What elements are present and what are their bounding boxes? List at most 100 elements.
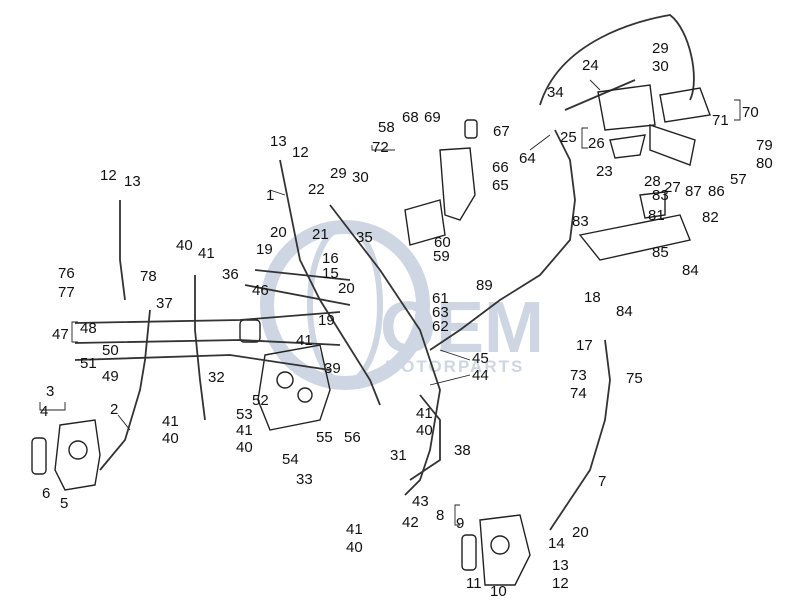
label-29-mid: 29 [330, 165, 347, 182]
hose-24-cable [564, 79, 636, 111]
label-87: 87 [685, 183, 702, 200]
label-32: 32 [208, 369, 225, 386]
label-83-left: 83 [572, 213, 589, 230]
bracket-81-plate [578, 214, 691, 261]
label-13-bottom: 13 [552, 557, 569, 574]
label-80: 80 [756, 155, 773, 172]
leader-1 [269, 189, 286, 196]
line-19 [254, 269, 351, 281]
abs-reservoir [239, 319, 261, 343]
hoses [99, 14, 695, 531]
master-cylinder-body [597, 84, 656, 131]
label-37: 37 [156, 295, 173, 312]
master-cylinder-assembly [597, 84, 711, 166]
label-10: 10 [490, 583, 507, 600]
hose-24 [539, 14, 695, 106]
caliper-body-left [54, 419, 101, 491]
label-84-right: 84 [682, 262, 699, 279]
label-42: 42 [402, 514, 419, 531]
label-82: 82 [702, 209, 719, 226]
bracket-81-tab [639, 191, 666, 219]
label-19-top: 19 [256, 241, 273, 258]
front-right-caliper [461, 514, 531, 586]
label-53: 53 [236, 406, 253, 423]
label-26: 26 [588, 135, 605, 152]
label-63: 63 [432, 304, 449, 321]
label-89: 89 [476, 277, 493, 294]
label-6: 6 [42, 485, 50, 502]
hose-2 [99, 309, 151, 471]
watermark-tagline: MOTORPARTS [385, 357, 524, 376]
caliper-pad-left [31, 437, 47, 475]
label-18: 18 [584, 289, 601, 306]
label-84-bottom: 84 [616, 303, 633, 320]
label-61: 61 [432, 290, 449, 307]
line-46 [244, 284, 351, 306]
bracket-66 [404, 199, 446, 246]
leader-3-bracket [39, 402, 66, 411]
label-78: 78 [140, 268, 157, 285]
label-40-bottom: 40 [346, 539, 363, 556]
label-64: 64 [519, 150, 536, 167]
label-12-left: 12 [100, 167, 117, 184]
line-50 [74, 339, 341, 346]
label-67: 67 [493, 123, 510, 140]
label-34: 34 [547, 84, 564, 101]
label-41-bottom: 41 [346, 521, 363, 538]
label-41-center: 41 [296, 332, 313, 349]
label-13-left: 13 [124, 173, 141, 190]
label-41-mid: 41 [416, 405, 433, 422]
label-65: 65 [492, 177, 509, 194]
label-41-left: 41 [198, 245, 215, 262]
label-69: 69 [424, 109, 441, 126]
label-25: 25 [560, 129, 577, 146]
label-20-top: 20 [270, 224, 287, 241]
leader-25-bracket [581, 127, 588, 149]
label-4-left: 4 [40, 403, 48, 420]
label-20-mid: 20 [338, 280, 355, 297]
leader-44 [429, 374, 471, 386]
hose-37 [194, 275, 206, 421]
label-17: 17 [576, 337, 593, 354]
label-1: 1 [266, 187, 274, 204]
label-30-mid: 30 [352, 169, 369, 186]
abs-port-2 [297, 387, 313, 403]
label-47: 47 [52, 326, 69, 343]
part-labels: 29 30 24 34 70 71 68 69 58 67 72 25 26 7… [40, 40, 773, 600]
label-71: 71 [712, 112, 729, 129]
label-30-top: 30 [652, 58, 669, 75]
leader-47-bracket [71, 321, 78, 343]
label-85: 85 [652, 244, 669, 261]
label-41-abs: 41 [236, 422, 253, 439]
label-19-mid: 19 [318, 312, 335, 329]
label-9: 9 [456, 515, 464, 532]
label-8: 8 [436, 507, 444, 524]
leader-72-bracket [371, 145, 395, 151]
leader-45 [439, 349, 471, 361]
line-48 [74, 311, 341, 324]
label-22: 22 [308, 181, 325, 198]
label-81: 81 [648, 207, 665, 224]
label-39: 39 [324, 360, 341, 377]
label-57: 57 [730, 171, 747, 188]
label-56: 56 [344, 429, 361, 446]
label-60: 60 [434, 234, 451, 251]
label-7: 7 [598, 473, 606, 490]
caliper-piston-right [490, 535, 510, 555]
label-74: 74 [570, 385, 587, 402]
label-14: 14 [548, 535, 565, 552]
watermark: OEM MOTORPARTS [260, 220, 544, 390]
label-16: 16 [322, 250, 339, 267]
label-46: 46 [252, 282, 269, 299]
label-68: 68 [402, 109, 419, 126]
caliper-pad-right [461, 534, 477, 571]
label-58: 58 [378, 119, 395, 136]
label-77: 77 [58, 284, 75, 301]
label-3: 3 [46, 383, 54, 400]
label-45: 45 [472, 350, 489, 367]
label-40-abs: 40 [236, 439, 253, 456]
label-59: 59 [433, 248, 450, 265]
label-20-bottom: 20 [572, 524, 589, 541]
label-36: 36 [222, 266, 239, 283]
lines-cluster [74, 269, 441, 481]
